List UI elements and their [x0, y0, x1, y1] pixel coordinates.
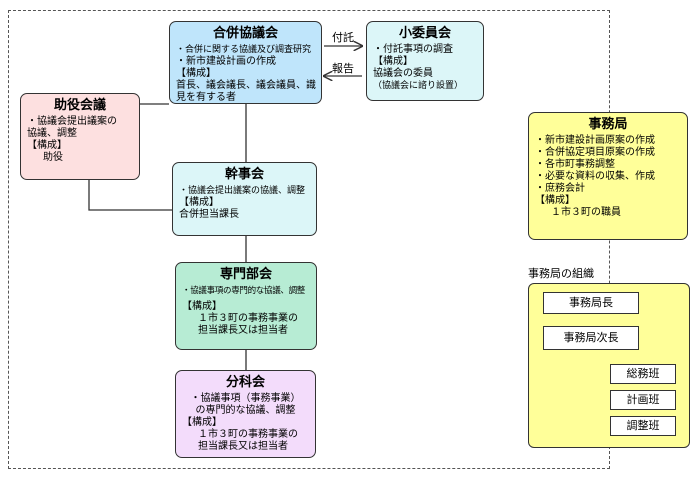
kanji-council-box: 幹事会 ・協議会提出議案の協議、調整 【構成】 合併担当課長 [172, 162, 317, 236]
joyaku-meeting-box: 助役会議 ・協議会提出議案の 協議、調整 【構成】 助役 [20, 93, 140, 180]
bunka-duty-1: ・協議事項（事務事業） [190, 393, 301, 404]
jimukyoku-duty-1: ・新市建設計画原案の作成 [535, 135, 655, 146]
senmon-members-2: 担当課長又は担当者 [198, 325, 288, 336]
senmon-kousei-label: 【構成】 [182, 301, 222, 312]
bunka-members-2: 担当課長又は担当者 [198, 441, 288, 452]
kanji-kousei-label: 【構成】 [179, 197, 219, 208]
jimukyoku-duty-4: ・必要な資料の収集、作成 [535, 171, 655, 182]
jimukyoku-title: 事務局 [588, 117, 628, 132]
gappei-duty-1: ・合併に関する協議及び調査研究 [176, 45, 312, 55]
org-heading: 事務局の組織 [528, 267, 594, 280]
org-team-2-box: 計画班 [610, 390, 676, 410]
bunka-members-1: １市３町の事務事業の [198, 429, 298, 440]
joyaku-duty-2: 協議、調整 [27, 128, 77, 139]
gappei-council-title: 合併協議会 [212, 26, 278, 41]
shouiinkai-duty-1: ・付託事項の調査 [373, 44, 453, 55]
bunka-kousei-label: 【構成】 [182, 417, 222, 428]
shouiinkai-members-1: 協議会の委員 [373, 68, 433, 79]
senmon-bukai-title: 専門部会 [219, 267, 272, 282]
bunkakai-title: 分科会 [225, 375, 265, 390]
kanji-members-1: 合併担当課長 [179, 209, 239, 220]
joyaku-duty-1: ・協議会提出議案の [27, 116, 117, 127]
org-team-3-box: 調整班 [610, 416, 676, 436]
org-team-1-box: 総務班 [610, 364, 676, 384]
joyaku-kousei-label: 【構成】 [27, 140, 67, 151]
shouiinkai-kousei-label: 【構成】 [373, 56, 413, 67]
org-deputy-box: 事務局次長 [543, 326, 639, 350]
gappei-council-box: 合併協議会 ・合併に関する協議及び調査研究 ・新市建設計画の作成 【構成】 首長… [169, 21, 322, 104]
gappei-members-1: 首長、議会議長、議会議員、識 [176, 80, 316, 91]
bunkakai-box: 分科会 ・協議事項（事務事業） の専門的な協議、調整 【構成】 １市３町の事務事… [175, 370, 316, 458]
shouiinkai-members-2: （協議会に諮り設置） [373, 81, 464, 91]
jimukyoku-box: 事務局 ・新市建設計画原案の作成 ・合併協定項目原案の作成 ・各市町事務調整 ・… [528, 112, 688, 240]
shouiinkai-title: 小委員会 [398, 26, 451, 41]
gappei-members-2: 見を有する者 [176, 92, 236, 103]
senmon-bukai-box: 専門部会 ・協議事項の専門的な協議、調整 【構成】 １市３町の事務事業の 担当課… [175, 262, 317, 350]
gappei-kousei-label: 【構成】 [176, 68, 216, 79]
shouiinkai-box: 小委員会 ・付託事項の調査 【構成】 協議会の委員 （協議会に諮り設置） [366, 21, 484, 101]
edge-label-houkoku: 報告 [332, 62, 354, 75]
kanji-duty-1: ・協議会提出議案の協議、調整 [179, 186, 306, 196]
bunka-duty-2: の専門的な協議、調整 [195, 405, 296, 416]
org-chief-box: 事務局長 [543, 292, 639, 314]
edge-label-futaku: 付託 [332, 31, 354, 44]
jimukyoku-duty-5: ・庶務会計 [535, 183, 585, 194]
joyaku-members-1: 助役 [43, 152, 63, 163]
kanji-council-title: 幹事会 [224, 167, 264, 182]
link-joyaku-kanji [88, 180, 172, 211]
jimukyoku-duty-3: ・各市町事務調整 [535, 159, 615, 170]
senmon-duty-1: ・協議事項の専門的な協議、調整 [182, 286, 306, 296]
gappei-duty-2: ・新市建設計画の作成 [176, 56, 276, 67]
jimukyoku-kousei-label: 【構成】 [535, 195, 575, 206]
joyaku-meeting-title: 助役会議 [53, 98, 106, 113]
senmon-members-1: １市３町の事務事業の [198, 313, 298, 324]
jimukyoku-duty-2: ・合併協定項目原案の作成 [535, 147, 655, 158]
jimukyoku-members-1: １市３町の職員 [551, 207, 621, 218]
